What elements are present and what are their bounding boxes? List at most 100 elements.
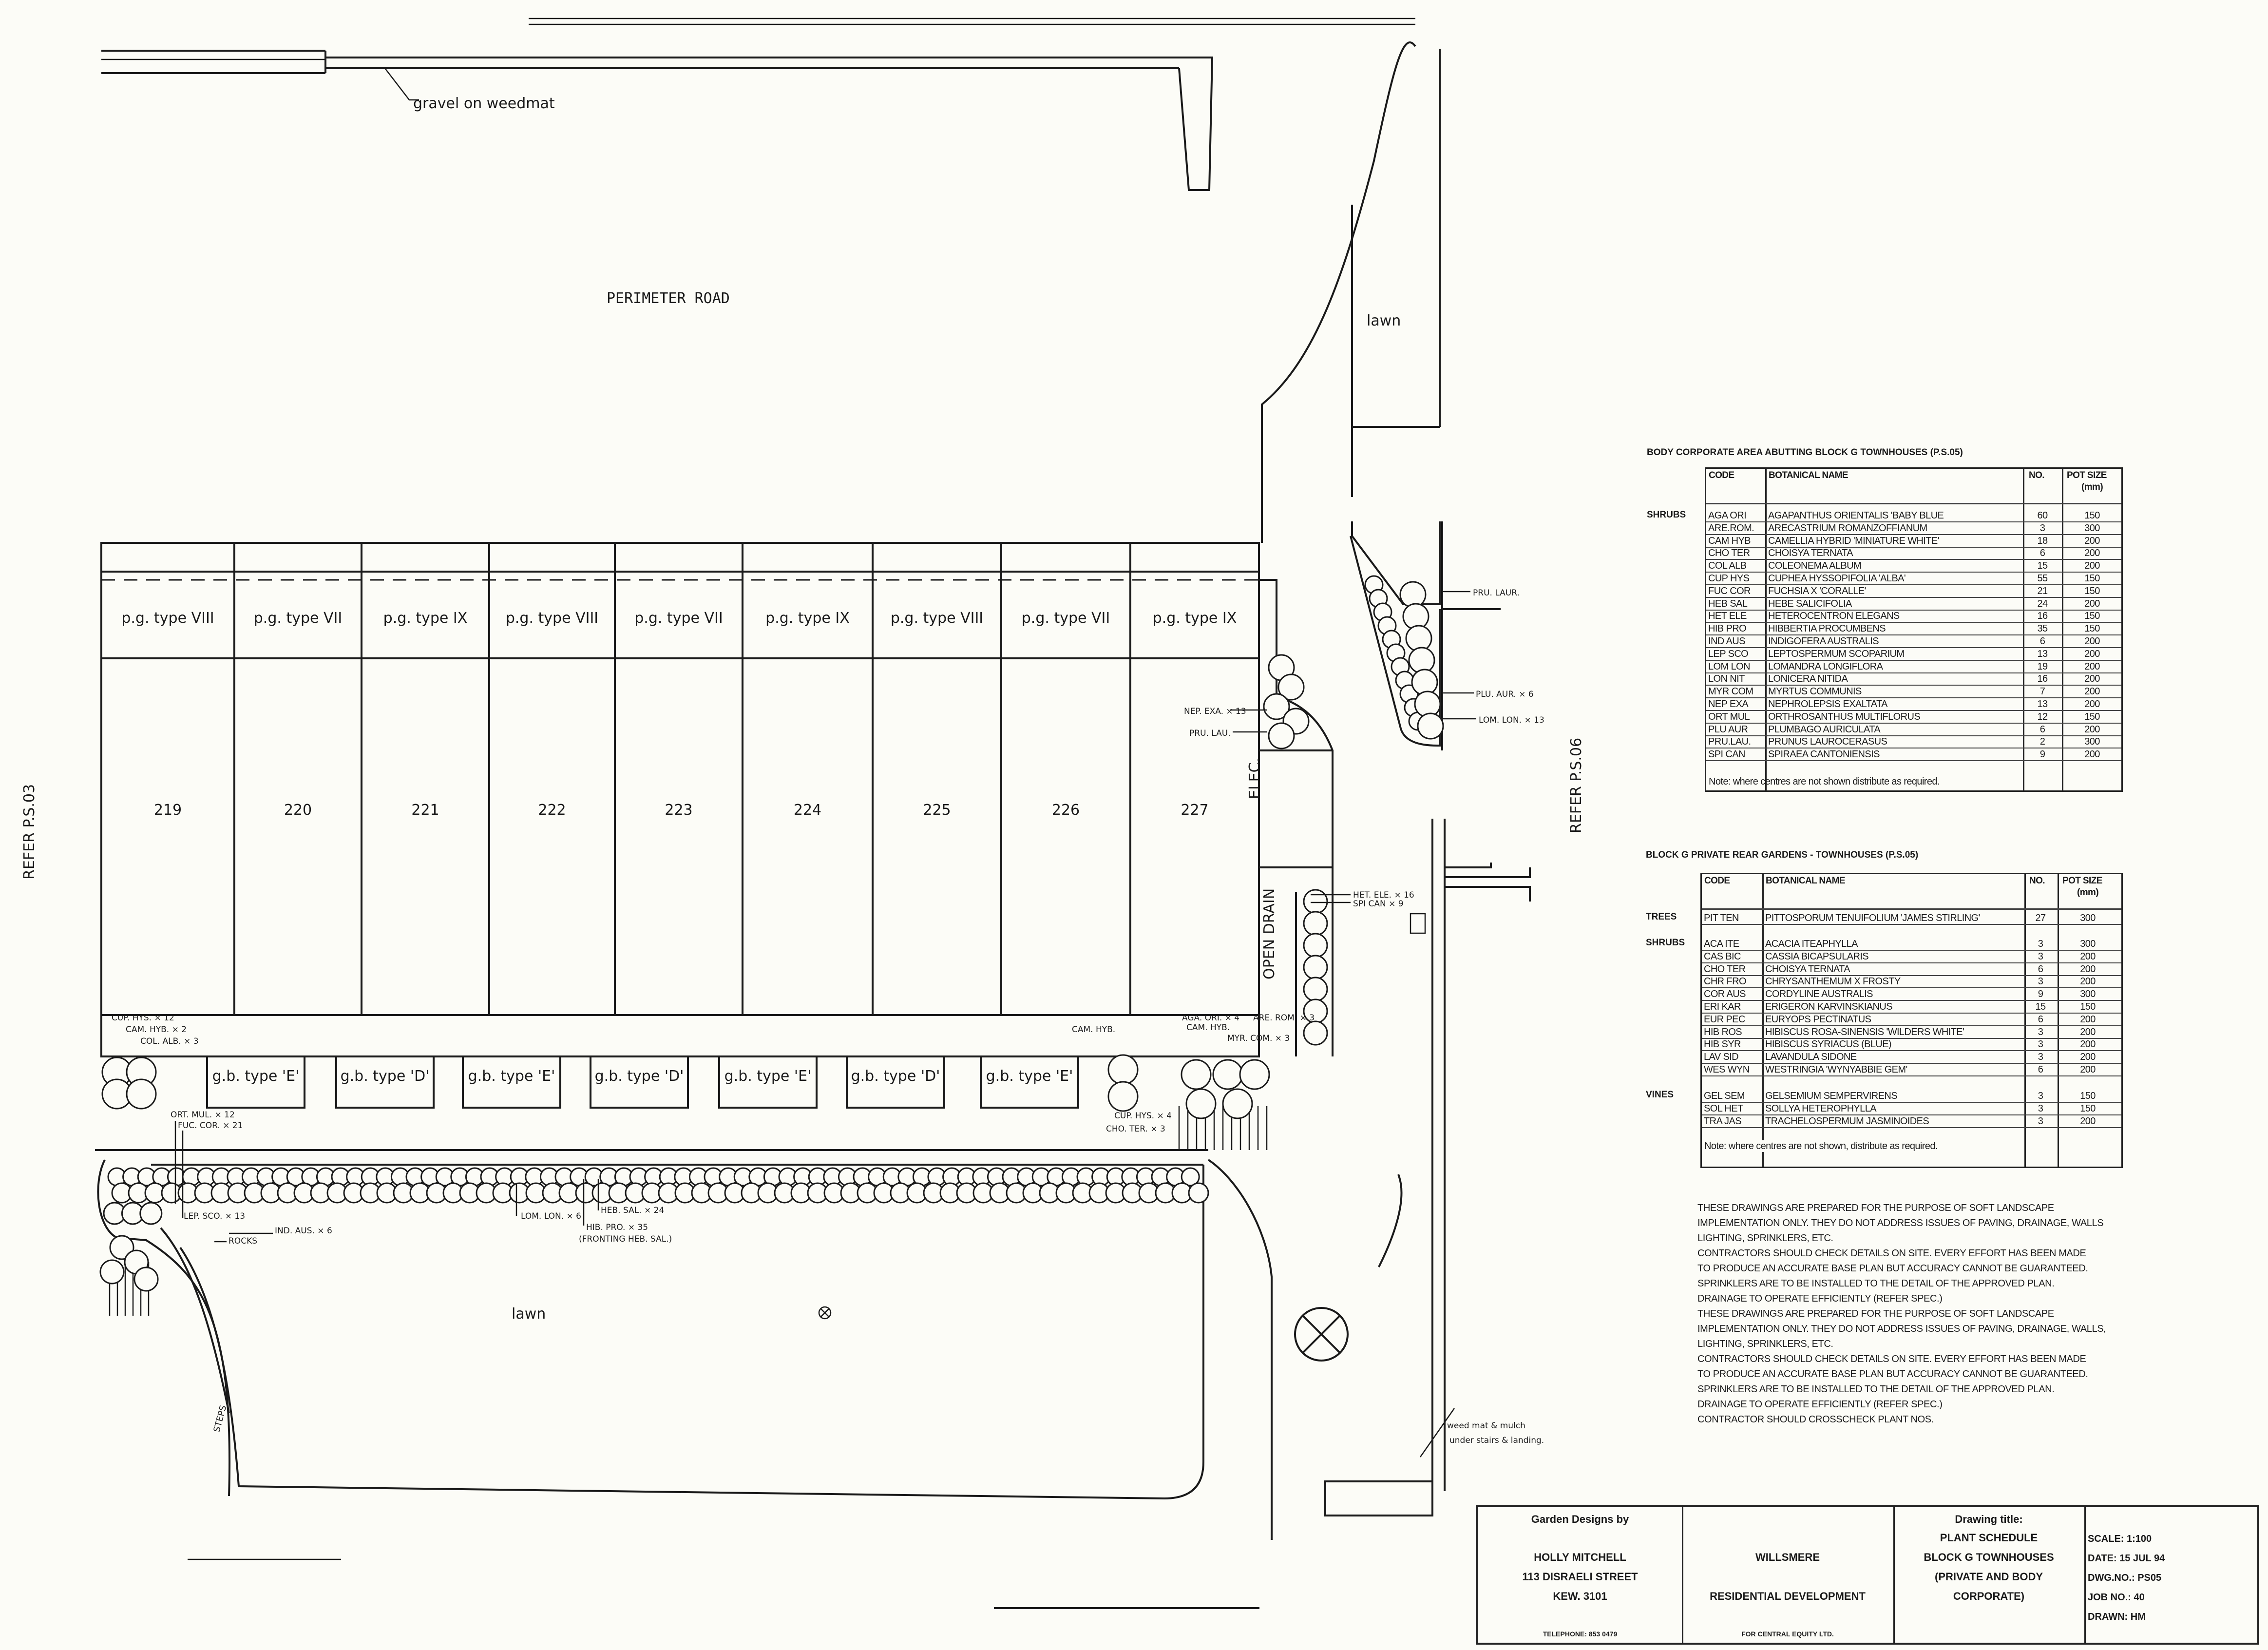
- garden-bed-box: [206, 1055, 305, 1109]
- note-line: THESE DRAWINGS ARE PREPARED FOR THE PURP…: [1697, 1308, 2054, 1319]
- plant-quantity: 60: [2037, 510, 2048, 521]
- botanical-name: MYRTUS COMMUNIS: [1768, 686, 1862, 697]
- plant-annotations: CUP. HYS. × 12 CAM. HYB. × 2 COL. ALB. ×…: [112, 588, 1544, 1246]
- shrub-symbol: [1181, 1059, 1212, 1090]
- note-line: SPRINKLERS ARE TO BE INSTALLED TO THE DE…: [1697, 1278, 2055, 1289]
- unit-type-label: p.g. type IX: [765, 610, 850, 627]
- note-line: LIGHTING, SPRINKLERS, ETC.: [1697, 1339, 1833, 1349]
- plant-quantity: 16: [2037, 611, 2048, 622]
- scale: SCALE: 1:100: [2088, 1534, 2152, 1544]
- plant-quantity: 6: [2039, 548, 2045, 559]
- garden-bed-box: [335, 1055, 435, 1109]
- rock-symbol: [133, 1266, 159, 1292]
- plant-code: CHO TER: [1708, 548, 1750, 559]
- drawing-title-line4: CORPORATE): [1953, 1590, 2025, 1602]
- annotation-hib-pro-35: HIB. PRO. × 35: [586, 1223, 648, 1232]
- garden-bed-box: [462, 1055, 561, 1109]
- pot-size: 200: [2080, 1039, 2096, 1050]
- pot-size: 150: [2084, 611, 2100, 622]
- unit-number: 226: [1052, 802, 1080, 819]
- project-type: RESIDENTIAL DEVELOPMENT: [1710, 1590, 1866, 1602]
- shrub-symbol: [1303, 911, 1328, 936]
- annotation-myr-com-3: MYR. COM. × 3: [1227, 1034, 1290, 1043]
- plant-code: ORT MUL: [1708, 711, 1750, 722]
- botanical-name: HIBISCUS ROSA-SINENSIS 'WILDERS WHITE': [1765, 1026, 1964, 1037]
- annotation-ort-mul-12: ORT. MUL. × 12: [171, 1110, 235, 1120]
- shrub-symbol: [1263, 693, 1290, 720]
- plant-quantity: 3: [2038, 1026, 2043, 1037]
- plant-code: WES WYN: [1704, 1064, 1750, 1075]
- shrub-symbol: [1417, 712, 1444, 740]
- botanical-name: LEPTOSPERMUM SCOPARIUM: [1768, 648, 1905, 659]
- botanical-name: PRUNUS LAUROCERASUS: [1768, 736, 1887, 748]
- plant-code: CUP HYS: [1708, 573, 1750, 584]
- plant-quantity: 9: [2039, 749, 2045, 760]
- botanical-name: ORTHROSANTHUS MULTIFLORUS: [1768, 711, 1921, 722]
- plant-quantity: 55: [2037, 573, 2048, 584]
- annotation-cho-ter-3: CHO. TER. × 3: [1106, 1124, 1165, 1134]
- header-no: NO.: [2029, 470, 2045, 480]
- pot-size: 200: [2084, 661, 2100, 672]
- botanical-name: LAVANDULA SIDONE: [1765, 1052, 1857, 1063]
- plant-quantity: 21: [2037, 585, 2048, 596]
- plant-quantity: 19: [2037, 661, 2048, 672]
- steps-label: STEPS: [212, 1404, 229, 1434]
- plant-code: NEP EXA: [1708, 699, 1749, 710]
- schedule2-group-label: SHRUBS: [1646, 938, 1685, 948]
- annotation-cam-hyb: CAM. HYB.: [1072, 1025, 1115, 1035]
- header-pot-size: POT SIZE: [2067, 470, 2107, 480]
- schedule2-note: Note: where centres are not shown, distr…: [1704, 1140, 1938, 1152]
- annotation-fuc-cor-21: FUC. COR. × 21: [178, 1121, 243, 1131]
- schedule1-note: Note: where centres are not shown distri…: [1709, 776, 1940, 787]
- botanical-name: AGAPANTHUS ORIENTALIS 'BABY BLUE: [1768, 510, 1944, 521]
- annotation-col-alb-3: COL. ALB. × 3: [140, 1036, 199, 1046]
- plant-code: MYR COM: [1708, 686, 1753, 697]
- botanical-name: CHRYSANTHEMUM X FROSTY: [1765, 976, 1901, 987]
- botanical-name: CUPHEA HYSSOPIFOLIA 'ALBA': [1768, 573, 1906, 584]
- botanical-name: INDIGOFERA AUSTRALIS: [1768, 636, 1879, 647]
- plant-quantity: 3: [2038, 1091, 2043, 1101]
- plant-quantity: 15: [2037, 560, 2048, 572]
- plant-quantity: 6: [2038, 1064, 2043, 1075]
- shrub-symbol: [1277, 673, 1305, 701]
- plant-code: PLU AUR: [1708, 724, 1748, 735]
- shrub-symbol: [1268, 722, 1295, 749]
- annotation-fronting-heb-sal: (FRONTING HEB. SAL.): [579, 1234, 672, 1244]
- annotation-are-rom-3: ARE. ROM. × 3: [1253, 1013, 1315, 1023]
- unit-number: 222: [538, 802, 566, 819]
- unit-number: 219: [154, 802, 182, 819]
- annotation-cam-hyb-b: CAM. HYB.: [1186, 1023, 1230, 1033]
- plant-quantity: 3: [2038, 939, 2043, 949]
- schedule2-table: CODE BOTANICAL NAME NO. POT SIZE (mm) PI…: [1700, 873, 2123, 1168]
- garden-bed-label: g.b. type 'E': [468, 1068, 555, 1085]
- pot-size: 200: [2080, 1115, 2096, 1127]
- botanical-name: NEPHROLEPSIS EXALTATA: [1768, 699, 1887, 710]
- garden-bed-box: [718, 1055, 818, 1109]
- garden-bed-label: g.b. type 'E': [986, 1068, 1073, 1085]
- pot-size: 150: [2084, 711, 2100, 722]
- header-code: CODE: [1704, 876, 1730, 886]
- perimeter-road-label: PERIMETER ROAD: [607, 290, 730, 307]
- designer-heading: Garden Designs by: [1531, 1513, 1629, 1525]
- plant-code: TRA JAS: [1704, 1115, 1742, 1127]
- annotation-het-ele-16: HET. ELE. × 16: [1353, 890, 1414, 900]
- pot-size: 200: [2084, 749, 2100, 760]
- plant-code: HIB SYR: [1704, 1039, 1741, 1050]
- botanical-name: HIBISCUS SYRIACUS (BLUE): [1765, 1039, 1892, 1050]
- plant-quantity: 6: [2038, 963, 2043, 975]
- pot-size: 200: [2080, 963, 2096, 975]
- drawing-title-label: Drawing title:: [1955, 1513, 2023, 1525]
- annotation-cup-hys-4: CUP. HYS. × 4: [1114, 1111, 1172, 1121]
- schedule1-table: CODE BOTANICAL NAME NO. POT SIZE (mm) AG…: [1705, 467, 2123, 792]
- garden-bed-label: g.b. type 'E': [724, 1068, 812, 1085]
- plant-quantity: 27: [2035, 913, 2046, 923]
- road-edge-lines: [101, 18, 1415, 191]
- plant-quantity: 16: [2037, 673, 2048, 685]
- general-notes: THESE DRAWINGS ARE PREPARED FOR THE PURP…: [1697, 1201, 2106, 1427]
- annotation-heb-sal-24: HEB. SAL. × 24: [601, 1206, 664, 1215]
- note-line: TO PRODUCE AN ACCURATE BASE PLAN BUT ACC…: [1697, 1369, 2088, 1380]
- botanical-name: ARECASTRIUM ROMANZOFFIANUM: [1768, 522, 1927, 534]
- plant-code: ACA ITE: [1704, 939, 1739, 949]
- pot-size: 150: [2080, 1103, 2096, 1114]
- shrub-symbol: [1212, 1059, 1243, 1090]
